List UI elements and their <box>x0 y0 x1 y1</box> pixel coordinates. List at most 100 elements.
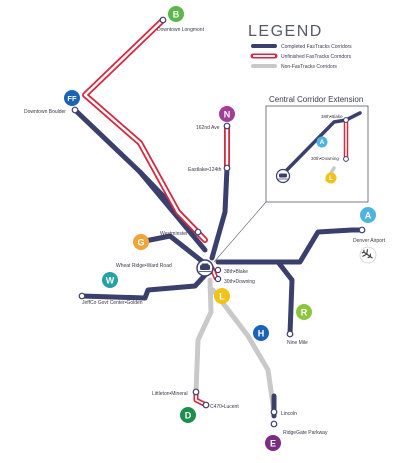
station-littleton[interactable] <box>192 388 200 396</box>
line-h-badge[interactable]: H <box>253 325 269 341</box>
stations <box>71 16 366 428</box>
legend-label-non-fastracks: Non-FasTracks Corridors <box>281 64 337 70</box>
line-r-badge[interactable]: R <box>296 304 312 320</box>
station-30th-downing[interactable] <box>214 275 222 283</box>
station-denver-airport[interactable] <box>358 226 366 234</box>
line-b-badge[interactable]: B <box>168 6 184 22</box>
line-n-badge[interactable]: N <box>219 106 235 122</box>
navy-line-airport <box>215 227 365 265</box>
line-ff-letter: FF <box>67 94 77 103</box>
line-h-letter: H <box>258 329 265 339</box>
label-jeffco: JeffCo Govt Center•Golden <box>82 300 143 306</box>
line-d-badge[interactable]: D <box>180 407 196 423</box>
line-r-badge-circle <box>296 304 312 320</box>
label-ridgegate: RidgeGate Parkway <box>283 430 328 436</box>
label-westminster: Westminster <box>160 231 188 237</box>
inset-train-icon <box>275 168 291 184</box>
station-downtown-longmont[interactable] <box>159 16 167 24</box>
line-g-badge-circle <box>133 234 149 250</box>
line-h-badge-circle <box>253 325 269 341</box>
label-lincoln: Lincoln <box>281 411 297 417</box>
line-g-badge[interactable]: G <box>133 234 149 250</box>
line-b-badge-circle <box>168 6 184 22</box>
line-w-letter: W <box>106 276 115 286</box>
navy-line-wheat-ridge <box>137 233 206 265</box>
line-w-badge-circle <box>102 272 118 288</box>
legend: LEGEND Completed FasTracks Corridors Unf… <box>248 23 352 70</box>
inset-navy-line <box>279 111 362 178</box>
station-lincoln[interactable] <box>270 408 278 416</box>
label-denver-airport: Denver Airport <box>353 238 386 244</box>
navy-line-eastlake <box>209 165 230 261</box>
inset-label-38th: 38th•Blake <box>321 114 343 119</box>
label-littleton: Littleton•Mineral <box>152 391 188 397</box>
label-downtown-boulder: Downtown Boulder <box>24 109 66 115</box>
line-a-badge[interactable]: A <box>360 207 376 223</box>
label-38th-blake: 38th•Blake <box>224 269 248 275</box>
inset-line-l-badge[interactable]: L <box>325 172 337 184</box>
station-eastlake[interactable] <box>223 164 231 172</box>
inset-line-l-letter: L <box>329 175 333 182</box>
station-nine-mile[interactable] <box>286 330 294 338</box>
line-e-letter: E <box>270 439 276 449</box>
label-30th-downing: 30th•Downing <box>224 279 255 285</box>
line-l-badge-circle <box>214 288 230 304</box>
line-b-letter: B <box>173 10 180 20</box>
legend-label-completed: Completed FasTracks Corridors <box>281 44 352 50</box>
grey-line-ridgegate <box>210 287 277 415</box>
station-c470[interactable] <box>202 401 210 409</box>
inset-title: Central Corridor Extension <box>269 95 363 104</box>
label-eastlake: Eastlake•124th <box>188 167 222 173</box>
inset-station-38th[interactable] <box>343 117 349 123</box>
inset-station-30th[interactable] <box>343 156 349 162</box>
line-badges: B FF N G A W L R <box>64 6 376 451</box>
legend-label-unfinished: Unfinished FasTracks Corridors <box>281 54 352 60</box>
station-162nd[interactable] <box>223 122 231 130</box>
line-ff-badge-circle <box>64 90 80 106</box>
navy-line-jeffco <box>79 269 211 301</box>
grey-line-littleton <box>193 277 214 395</box>
line-r-letter: R <box>301 308 308 318</box>
station-38th-blake[interactable] <box>214 266 222 274</box>
line-l-badge[interactable]: L <box>214 288 230 304</box>
line-ff-badge[interactable]: FF <box>64 90 80 106</box>
completed-corridors <box>72 107 365 419</box>
non-fastracks-corridors <box>193 277 277 415</box>
inset-frame <box>265 105 369 203</box>
inset-line-a-badge[interactable]: A <box>316 136 328 148</box>
navy-line-boulder <box>72 107 208 253</box>
line-d-badge-circle <box>180 407 196 423</box>
inset-leader <box>213 201 267 263</box>
inset-line-a-letter: A <box>320 139 325 146</box>
line-e-badge-circle <box>265 435 281 451</box>
line-l-letter: L <box>219 292 225 302</box>
label-downtown-longmont: Downtown Longmont <box>157 27 205 33</box>
label-c470: C470•Lucent <box>210 404 239 410</box>
navy-line-nine-mile <box>275 259 295 337</box>
station-labels: Downtown Longmont Downtown Boulder 162nd… <box>24 27 386 436</box>
line-a-badge-circle <box>360 207 376 223</box>
line-g-letter: G <box>137 238 144 248</box>
line-a-letter: A <box>365 211 372 221</box>
inset-central-corridor: Central Corridor Extension 38th•Blake 30… <box>213 95 369 263</box>
legend-title: LEGEND <box>248 23 323 40</box>
label-162nd: 162nd Ave <box>196 125 220 131</box>
inset-line-a-badge-circle <box>316 136 328 148</box>
inset-label-30th: 30th•Downing <box>311 156 339 161</box>
station-westminster[interactable] <box>194 228 202 236</box>
unfinished-corridors <box>82 17 230 408</box>
train-icon <box>196 259 214 277</box>
airplane-icon <box>359 246 377 264</box>
station-downtown-boulder[interactable] <box>71 106 79 114</box>
red-line-longmont-outer <box>82 17 208 243</box>
station-ridgegate[interactable] <box>270 420 278 428</box>
station-jeffco[interactable] <box>78 292 86 300</box>
line-n-letter: N <box>224 110 231 120</box>
red-line-longmont-inner <box>83 18 207 242</box>
line-e-badge[interactable]: E <box>265 435 281 451</box>
line-d-letter: D <box>185 411 192 421</box>
line-w-badge[interactable]: W <box>102 272 118 288</box>
line-n-badge-circle <box>219 106 235 122</box>
inset-line-l-badge-circle <box>325 172 337 184</box>
